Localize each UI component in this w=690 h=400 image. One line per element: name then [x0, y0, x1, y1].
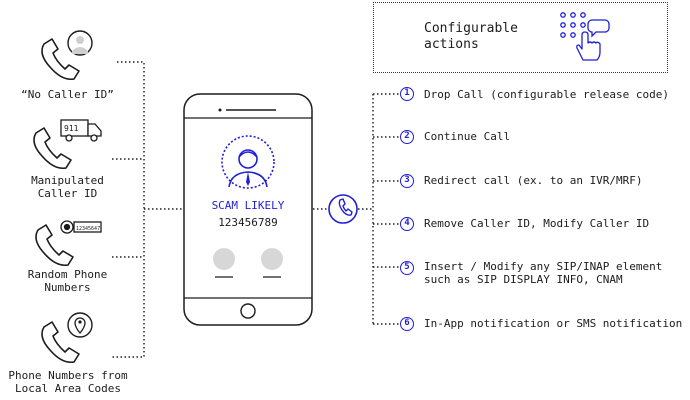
action-redirect-call: Redirect call (ex. to an IVR/MRF) — [424, 174, 643, 187]
keypad-touch-icon — [560, 12, 610, 61]
action-number-5: 5 — [400, 261, 414, 275]
caller-number: 123456789 — [218, 216, 278, 229]
configurable-actions-title: Configurable actions — [424, 21, 518, 52]
tag-icon — [60, 220, 102, 234]
phone-handset-icon — [41, 38, 80, 81]
truck-badge: 911 — [64, 124, 79, 133]
source-label-random: Random Phone Numbers — [27, 268, 108, 294]
action-drop-call: Drop Call (configurable release code) — [424, 88, 670, 101]
truck-icon — [60, 119, 102, 142]
caller-name: SCAM LIKELY — [211, 199, 285, 212]
source-label-no-caller-id: “No Caller ID” — [21, 88, 114, 101]
action-number-1: 1 — [400, 87, 414, 101]
phone-handset-icon — [33, 127, 72, 170]
action-number-4: 4 — [400, 217, 414, 231]
source-connectors — [112, 61, 399, 358]
person-icon — [67, 30, 93, 56]
caller-avatar-icon — [221, 135, 275, 189]
action-continue-call: Continue Call — [424, 130, 511, 143]
call-action-buttons — [213, 248, 283, 278]
action-number-3: 3 — [400, 174, 414, 188]
location-pin-icon — [67, 312, 93, 338]
phone-handset-icon — [41, 321, 80, 364]
action-modify-sip-inap: Insert / Modify any SIP/INAP element suc… — [424, 260, 663, 286]
smartphone — [183, 93, 313, 326]
action-number-2: 2 — [400, 130, 414, 144]
phone-handset-icon — [35, 224, 74, 267]
tag-badge: 12345647 — [76, 226, 100, 232]
source-label-local-area: Phone Numbers from Local Area Codes — [8, 369, 128, 395]
source-label-manipulated: Manipulated Caller ID — [31, 174, 104, 200]
configurable-actions-box: Configurable actions — [373, 2, 668, 73]
action-number-6: 6 — [400, 317, 414, 331]
action-notification: In-App notification or SMS notification — [424, 317, 683, 330]
action-remove-caller-id: Remove Caller ID, Modify Caller ID — [424, 217, 650, 230]
incoming-call-icon — [328, 194, 358, 224]
